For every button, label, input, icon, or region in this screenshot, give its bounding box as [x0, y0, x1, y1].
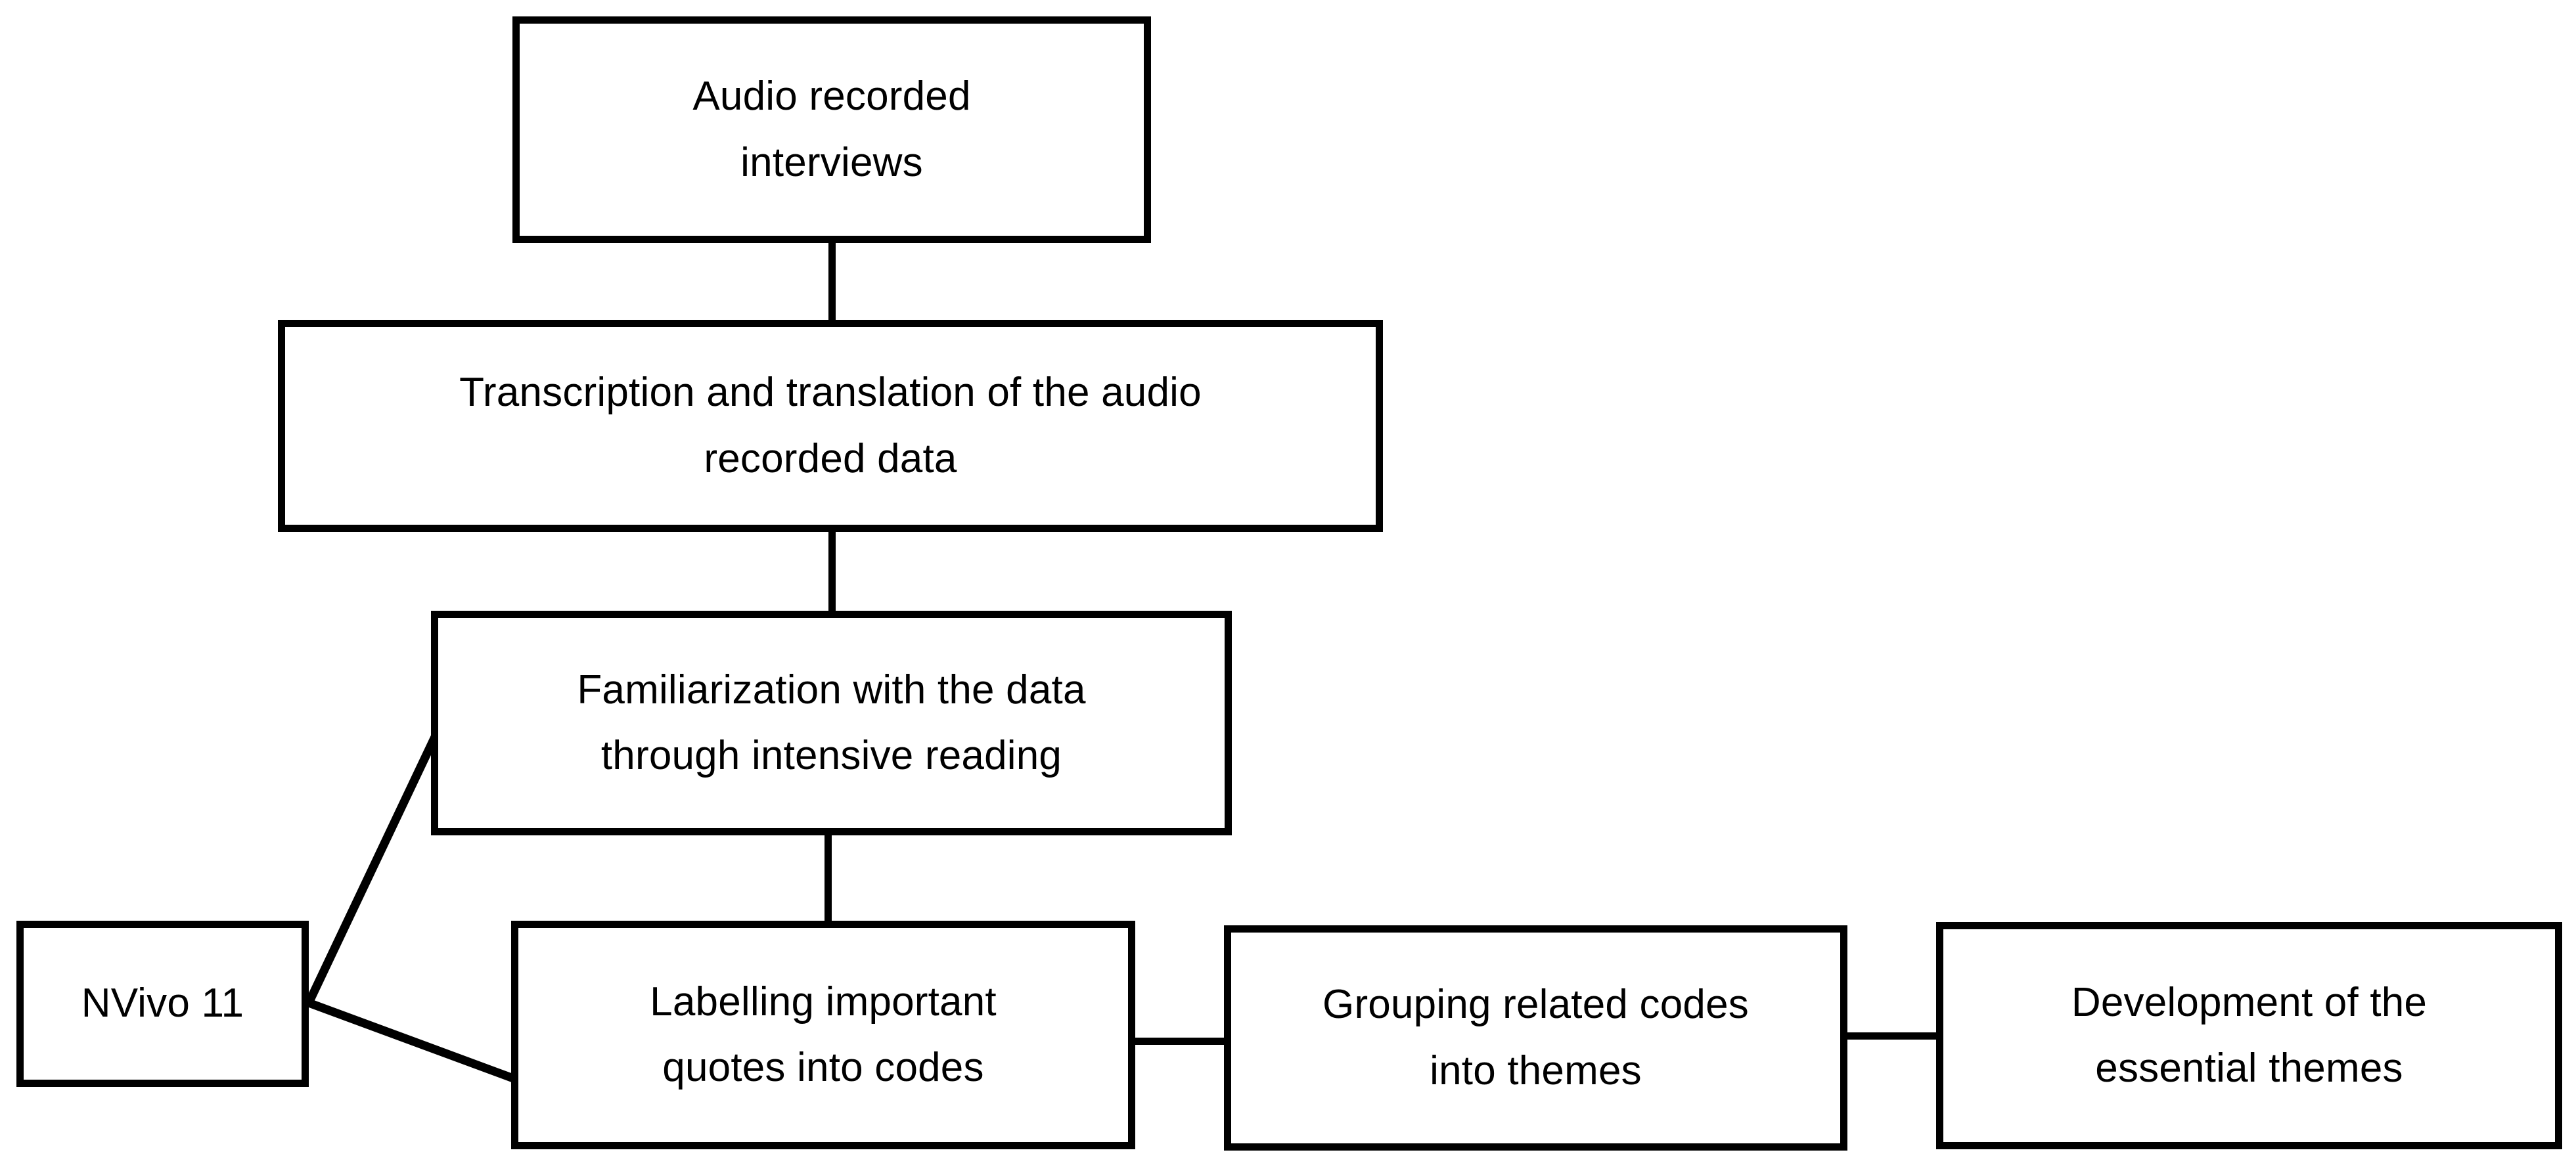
node-label-familiarization: Familiarization with the data through in… [577, 667, 1086, 778]
node-grouping-codes[interactable]: Grouping related codes into themes [1224, 925, 1847, 1151]
node-label-labelling-quotes: Labelling important quotes into codes [650, 979, 997, 1090]
node-label-nvivo-tool: NVivo 11 [81, 980, 244, 1026]
node-labelling-quotes[interactable]: Labelling important quotes into codes [511, 921, 1135, 1149]
connector-familiarization-to-labelling [825, 835, 832, 921]
node-label-transcription-translation: Transcription and translation of the aud… [459, 370, 1202, 481]
connector-grouping-to-development [1847, 1032, 1936, 1040]
connector-nvivo-to-familiarization [305, 735, 439, 1005]
connector-labelling-to-grouping [1135, 1038, 1224, 1045]
node-development-themes[interactable]: Development of the essential themes [1936, 922, 2562, 1149]
node-label-grouping-codes: Grouping related codes into themes [1322, 982, 1749, 1093]
connector-audio-to-transcription [828, 243, 836, 320]
node-transcription-translation[interactable]: Transcription and translation of the aud… [278, 320, 1383, 532]
connector-transcription-to-familiarization [828, 532, 836, 611]
node-label-audio-recorded-interviews: Audio recorded interviews [692, 74, 971, 185]
connector-nvivo-to-labelling [307, 998, 517, 1084]
node-familiarization[interactable]: Familiarization with the data through in… [431, 611, 1232, 835]
node-label-development-themes: Development of the essential themes [2071, 979, 2428, 1091]
node-nvivo-tool[interactable]: NVivo 11 [16, 921, 309, 1087]
node-audio-recorded-interviews[interactable]: Audio recorded interviews [512, 16, 1151, 243]
